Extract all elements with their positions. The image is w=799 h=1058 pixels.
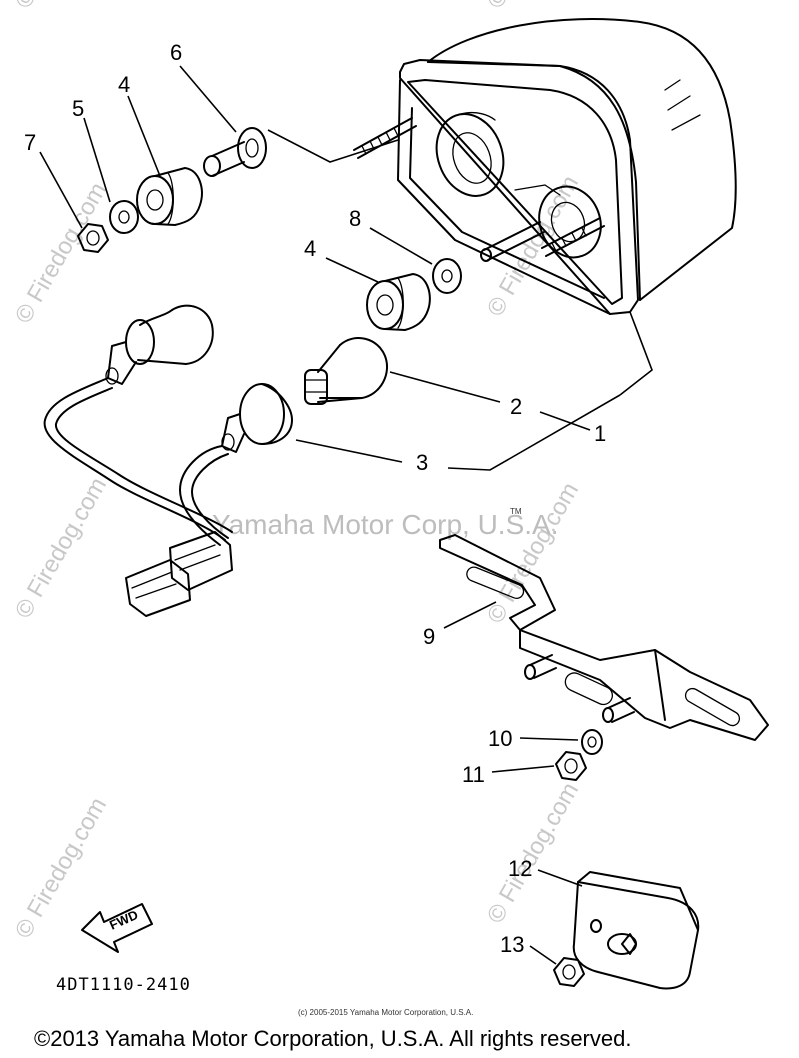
watermark-site-7: © Firedog.com xyxy=(10,0,112,13)
callout-5: 5 xyxy=(72,96,84,121)
wiring-harness xyxy=(43,377,233,617)
watermark-site-1: © Firedog.com xyxy=(10,178,112,328)
damper-rubber-upper xyxy=(136,167,203,226)
small-copyright: (c) 2005-2015 Yamaha Motor Corporation, … xyxy=(298,1008,473,1017)
washer xyxy=(109,200,139,234)
nut-11 xyxy=(555,751,587,781)
damper-rubber-lower xyxy=(366,273,431,331)
callout-4-upper: 4 xyxy=(118,72,130,97)
collar xyxy=(203,127,267,177)
callout-numbers: 6 4 5 7 8 4 2 1 3 9 10 11 12 13 xyxy=(24,40,606,957)
watermark-brand: Yamaha Motor Corp, U.S.A. xyxy=(212,509,559,540)
watermark-tm: TM xyxy=(510,507,522,516)
callout-3: 3 xyxy=(416,450,428,475)
callout-7: 7 xyxy=(24,130,36,155)
tail-light-housing xyxy=(353,18,737,315)
callout-4-lower: 4 xyxy=(304,236,316,261)
callout-12: 12 xyxy=(508,856,532,881)
nut-13 xyxy=(553,957,585,987)
callout-1: 1 xyxy=(594,421,606,446)
washer-8 xyxy=(432,258,462,294)
footer-copyright: ©2013 Yamaha Motor Corporation, U.S.A. A… xyxy=(34,1026,631,1051)
watermark-site-6: © Firedog.com xyxy=(482,778,584,928)
bulb-tail xyxy=(304,337,388,405)
part-code: 4DT1110-2410 xyxy=(56,975,191,995)
fwd-label: FWD xyxy=(107,907,140,933)
callout-2: 2 xyxy=(510,394,522,419)
leader-lines xyxy=(39,65,653,965)
watermark-site-5: © Firedog.com xyxy=(10,793,112,943)
callout-9: 9 xyxy=(423,624,435,649)
bulb-socket-cord xyxy=(221,383,293,453)
fwd-arrow: FWD xyxy=(81,903,153,953)
nut xyxy=(77,223,109,253)
watermark-site-8: © Firedog.com xyxy=(482,0,584,13)
watermark-site-2: © Firedog.com xyxy=(482,171,584,321)
callout-10: 10 xyxy=(488,726,512,751)
callout-6: 6 xyxy=(170,40,182,65)
callout-13: 13 xyxy=(500,932,524,957)
bulb-brake-with-socket xyxy=(105,304,214,385)
callout-11: 11 xyxy=(462,762,485,787)
watermark-site-3: © Firedog.com xyxy=(10,473,112,623)
license-light xyxy=(572,871,700,990)
callout-8: 8 xyxy=(349,206,361,231)
washer-10 xyxy=(581,729,603,755)
license-bracket xyxy=(439,534,769,741)
